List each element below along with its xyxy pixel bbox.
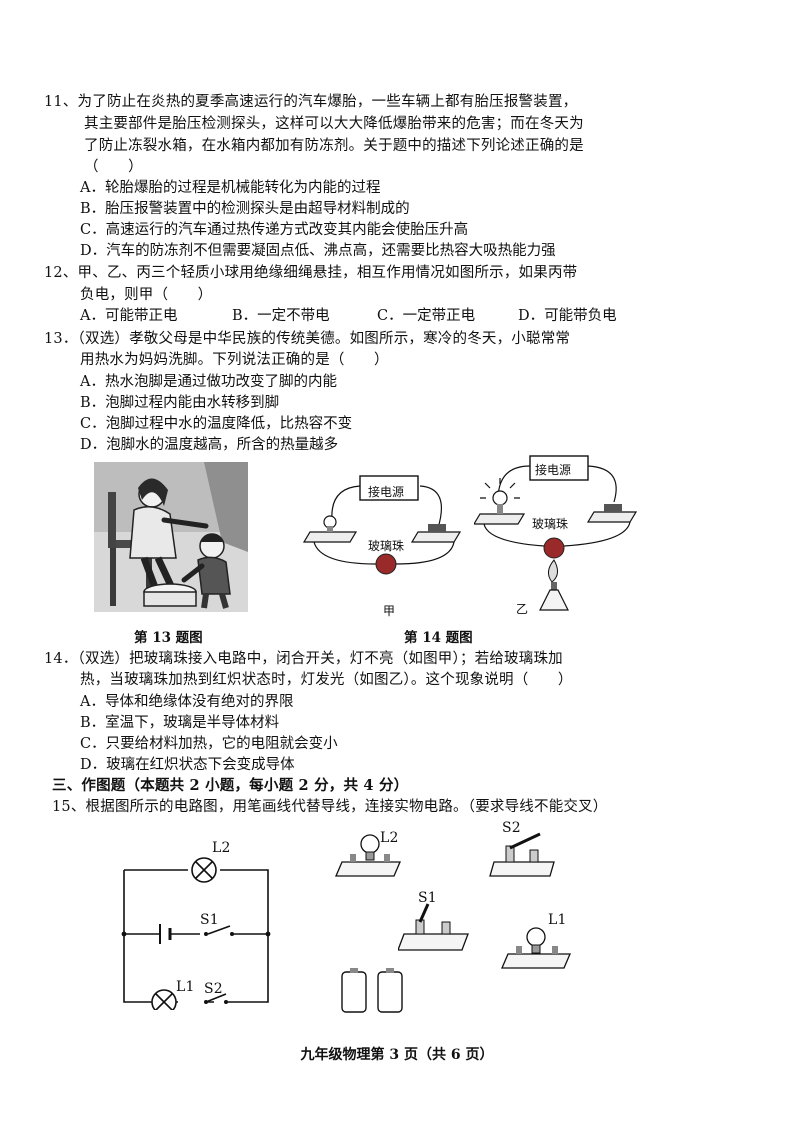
schematic-s1-label: S1 [200, 912, 219, 928]
schematic-s2-label: S2 [204, 981, 223, 997]
q13-option-d: D．泡脚水的温度越高，所含的热量越多 [80, 437, 339, 453]
yi-bead-label: 玻璃珠 [532, 517, 569, 531]
page-footer: 九年级物理第 3 页（共 6 页） [300, 1047, 494, 1063]
q12-line-1: 12、甲、乙、丙三个轻质小球用绝缘细绳悬挂，相互作用情况如图所示，如果丙带 [44, 265, 578, 281]
q14-line-2: 热，当玻璃珠加热到红炽状态时，灯发光（如图乙）。这个现象说明（ ） [80, 672, 573, 688]
physical-s1-label: S1 [418, 890, 437, 906]
physical-l1-label: L1 [548, 912, 567, 928]
schematic-l2-label: L2 [212, 840, 231, 856]
physical-batteries [341, 968, 403, 1013]
q11-option-d: D．汽车的防冻剂不但需要凝固点低、沸点高，还需要比热容大吸热能力强 [80, 243, 556, 259]
q11-option-b: B．胎压报警装置中的检测探头是由超导材料制成的 [80, 201, 410, 217]
physical-s2-label: S2 [502, 820, 521, 836]
q12-option-c: C．一定带正电 [377, 308, 476, 324]
q13-line-1: 13．（双选）孝敬父母是中华民族的传统美德。如图所示，寒冷的冬天，小聪常常 [44, 331, 571, 347]
q11-option-c: C．高速运行的汽车通过热传递方式改变其内能会使胎压升高 [80, 222, 469, 238]
physical-switch-s2 [489, 832, 555, 877]
yi-label: 乙 [516, 602, 529, 616]
q12-option-d: D．可能带负电 [518, 308, 617, 324]
q11-option-a: A．轮胎爆胎的过程是机械能转化为内能的过程 [80, 180, 381, 196]
q13-option-b: B．泡脚过程内能由水转移到脚 [80, 395, 280, 411]
q14-option-c: C．只要给材料加热，它的电阻就会变小 [80, 736, 338, 752]
jia-bead-label: 玻璃珠 [368, 539, 405, 553]
jia-power-label: 接电源 [368, 485, 405, 499]
q11-line-1: 11、为了防止在炎热的夏季高速运行的汽车爆胎，一些车辆上都有胎压报警装置， [44, 94, 578, 110]
q15-line: 15、根据图所示的电路图，用笔画线代替导线，连接实物电路。（要求导线不能交叉） [52, 799, 608, 815]
footbath-illustration [94, 462, 248, 612]
q14-option-a: A．导体和绝缘体没有绝对的界限 [80, 694, 294, 710]
physical-bulb-l2 [335, 834, 401, 877]
section-3-heading: 三、作图题（本题共 2 小题，每小题 2 分，共 4 分） [52, 777, 409, 794]
fig13-caption: 第 13 题图 [134, 630, 203, 646]
q11-line-4: （ ） [84, 159, 143, 175]
physical-switch-s1 [398, 903, 469, 951]
physical-bulb-l1 [501, 927, 571, 969]
circuit-jia-diagram [302, 475, 462, 575]
q11-line-3: 了防止冻裂水箱，在水箱内都加有防冻剂。关于题中的描述下列论述正确的是 [84, 138, 584, 154]
q12-line-2: 负电，则甲（ ） [80, 287, 213, 303]
q14-option-b: B．室温下，玻璃是半导体材料 [80, 715, 280, 731]
physical-l2-label: L2 [380, 830, 399, 846]
jia-label: 甲 [383, 604, 396, 618]
fig14-caption: 第 14 题图 [404, 630, 473, 646]
q12-option-b: B．一定不带电 [232, 308, 330, 324]
yi-power-label: 接电源 [535, 463, 572, 477]
q13-option-c: C．泡脚过程中水的温度降低，比热容不变 [80, 416, 353, 432]
q13-option-a: A．热水泡脚是通过做功改变了脚的内能 [80, 374, 337, 390]
schematic-l1-label: L1 [176, 979, 195, 995]
q12-option-a: A．可能带正电 [80, 308, 178, 324]
q11-line-2: 其主要部件是胎压检测探头，这样可以大大降低爆胎带来的危害；而在冬天为 [84, 116, 584, 132]
q14-option-d: D．玻璃在红炽状态下会变成导体 [80, 757, 295, 773]
schematic-circuit [121, 857, 271, 1010]
q14-line-1: 14．（双选）把玻璃珠接入电路中，闭合开关，灯不亮（如图甲）；若给玻璃珠加 [44, 651, 563, 667]
circuit-yi-diagram [474, 455, 638, 611]
q13-line-2: 用热水为妈妈洗脚。下列说法正确的是（ ） [80, 352, 389, 368]
